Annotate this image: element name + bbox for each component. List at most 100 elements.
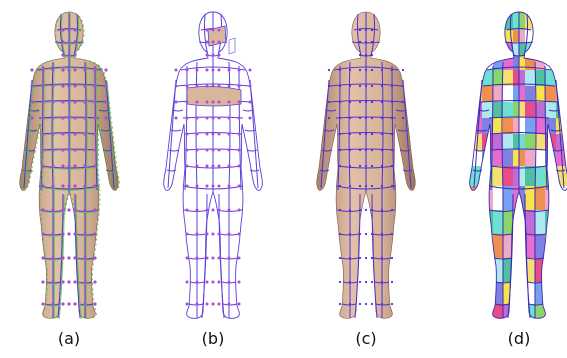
patch-tile <box>535 12 545 30</box>
curve-node <box>83 184 86 187</box>
curve-node <box>73 100 76 103</box>
curve-node <box>93 256 96 259</box>
patch-tile <box>535 70 545 86</box>
caption-c: (c) <box>336 329 396 348</box>
patch-tile <box>519 304 525 322</box>
curve-node <box>238 233 241 236</box>
curve-node <box>238 149 241 152</box>
curve-node <box>359 101 361 103</box>
curve-node <box>218 69 221 72</box>
curve-node <box>206 165 209 168</box>
curve-node <box>93 84 96 87</box>
curve-node <box>359 29 361 31</box>
curve-node <box>228 69 231 72</box>
curve-node <box>67 256 70 259</box>
curve-node <box>339 281 341 283</box>
curve-node <box>67 184 70 187</box>
curve-node <box>359 133 361 135</box>
patch-tile <box>535 102 545 118</box>
curve-node <box>218 303 221 306</box>
curve-node <box>93 232 96 235</box>
curve-node <box>249 101 252 104</box>
curve-node <box>186 281 189 284</box>
patch-tile <box>556 282 567 304</box>
curve-node <box>402 85 404 87</box>
curve-node <box>328 85 330 87</box>
caption-b: (b) <box>183 329 243 348</box>
patch-tile <box>556 210 567 234</box>
curve-node <box>371 257 373 259</box>
curve-node <box>238 133 241 136</box>
patch-tile <box>513 12 519 30</box>
curve-node <box>186 101 189 104</box>
curve-node <box>51 84 54 87</box>
curve-node <box>349 69 351 71</box>
curve-node <box>218 54 221 57</box>
curve-node <box>365 85 367 87</box>
curve-node <box>93 100 96 103</box>
curve-node <box>228 133 231 136</box>
curve-node <box>51 184 54 187</box>
patch-tile <box>519 166 525 186</box>
curve-node <box>381 233 383 235</box>
patch-tile <box>493 186 503 210</box>
curve-node <box>228 303 231 306</box>
curve-node <box>365 101 367 103</box>
curve-node <box>339 117 341 119</box>
patch-tile <box>545 258 556 282</box>
curve-node <box>359 185 361 187</box>
patch-tile <box>525 210 535 234</box>
panel-d-figure <box>469 12 567 322</box>
curve-node <box>61 68 64 71</box>
patch-tile <box>545 12 556 30</box>
patch-tile <box>525 150 535 166</box>
curve-node <box>228 209 231 212</box>
patch-tile <box>493 102 503 118</box>
curve-node <box>30 68 33 71</box>
curve-node <box>67 132 70 135</box>
patch-tile <box>525 282 535 304</box>
curve-node <box>41 132 44 135</box>
curve-node <box>41 116 44 119</box>
patch-tile <box>513 150 519 166</box>
curve-node <box>381 69 383 71</box>
curve-node <box>41 280 44 283</box>
curve-node <box>212 257 215 260</box>
patch-tile <box>493 42 503 56</box>
patch-tile <box>493 86 503 102</box>
curve-node <box>41 100 44 103</box>
curve-node <box>93 164 96 167</box>
curve-node <box>359 149 361 151</box>
curve-node <box>212 41 215 44</box>
curve-node <box>196 85 199 88</box>
curve-node <box>61 164 64 167</box>
curve-node <box>218 149 221 152</box>
curve-node <box>67 53 70 56</box>
patch-tile <box>503 186 513 210</box>
curve-node <box>41 84 44 87</box>
curve-node <box>371 29 373 31</box>
curve-node <box>206 54 209 57</box>
curve-node <box>228 185 231 188</box>
curve-node <box>359 54 361 56</box>
curve-node <box>41 148 44 151</box>
curve-node <box>104 84 107 87</box>
curve-node <box>381 257 383 259</box>
curve-node <box>73 280 76 283</box>
curve-node <box>67 232 70 235</box>
curve-node <box>186 69 189 72</box>
curve-node <box>391 69 393 71</box>
curve-node <box>349 133 351 135</box>
patch-tile <box>535 42 545 56</box>
curve-node <box>93 184 96 187</box>
patch-tile <box>545 304 556 322</box>
curve-node <box>371 117 373 119</box>
curve-node <box>339 101 341 103</box>
curve-node <box>212 101 215 104</box>
patch-tile <box>513 166 519 186</box>
curve-node <box>391 185 393 187</box>
curve-node <box>83 256 86 259</box>
curve-node <box>186 165 189 168</box>
patch-tile <box>513 102 519 118</box>
curve-node <box>339 133 341 135</box>
